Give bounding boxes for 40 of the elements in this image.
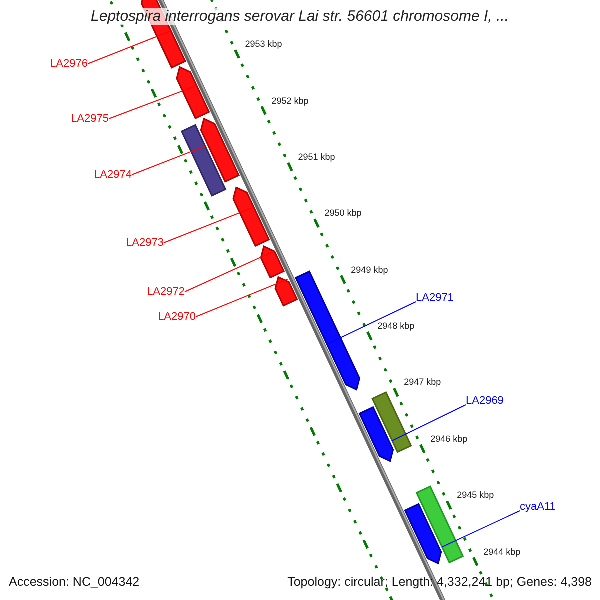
gene-feature-bar [372,392,412,454]
gene-feature-pentagon [260,246,286,279]
gene-label: LA2973 [126,236,164,250]
gene-label: LA2972 [147,285,185,299]
scale-label: 2944 kbp [484,546,521,558]
gene-feature-pentagon [274,276,298,307]
gene-feature-bar [180,124,227,197]
accession-text: Accession: NC_004342 [9,574,140,590]
leader-line [326,302,416,345]
leader-line [108,85,198,120]
scale-label: 2953 kbp [245,39,282,50]
scale-label: 2945 kbp [457,490,494,502]
scale-label: 2951 kbp [298,152,336,163]
leader-line [442,510,520,548]
gene-label: LA2975 [71,112,109,126]
scale-label: 2952 kbp [272,96,309,107]
scale-label: 2946 kbp [430,434,468,445]
scale-label: 2949 kbp [351,264,388,276]
gene-label: LA2976 [50,57,88,71]
gene-label: LA2974 [94,168,132,182]
gene-feature-pentagon [358,406,394,462]
gene-label: LA2969 [466,394,504,408]
leader-line [164,206,254,244]
gene-label: LA2971 [416,291,454,305]
gene-feature-pentagon [176,66,210,120]
leader-line [132,146,206,176]
leader-line [184,250,276,292]
gene-label: LA2970 [158,310,196,324]
scale-label: 2950 kbp [324,208,362,220]
gene-feature-pentagon [200,118,240,183]
map-title: Leptospira interrogans serovar Lai str. 56601 chromosome I, ... [91,8,509,25]
leader-line [392,404,466,442]
gene-feature-pentagon [232,186,270,248]
genome-info-text: Topology: circular; Length: 4,332,241 bp; Genes: 4,398 [288,574,592,590]
gene-feature-pentagon [404,503,442,565]
scale-label: 2948 kbp [378,321,415,332]
scale-label: 2947 kbp [404,377,442,388]
leader-line [88,30,172,64]
leader-line [196,278,288,318]
gene-label: cyaA11 [520,500,556,514]
